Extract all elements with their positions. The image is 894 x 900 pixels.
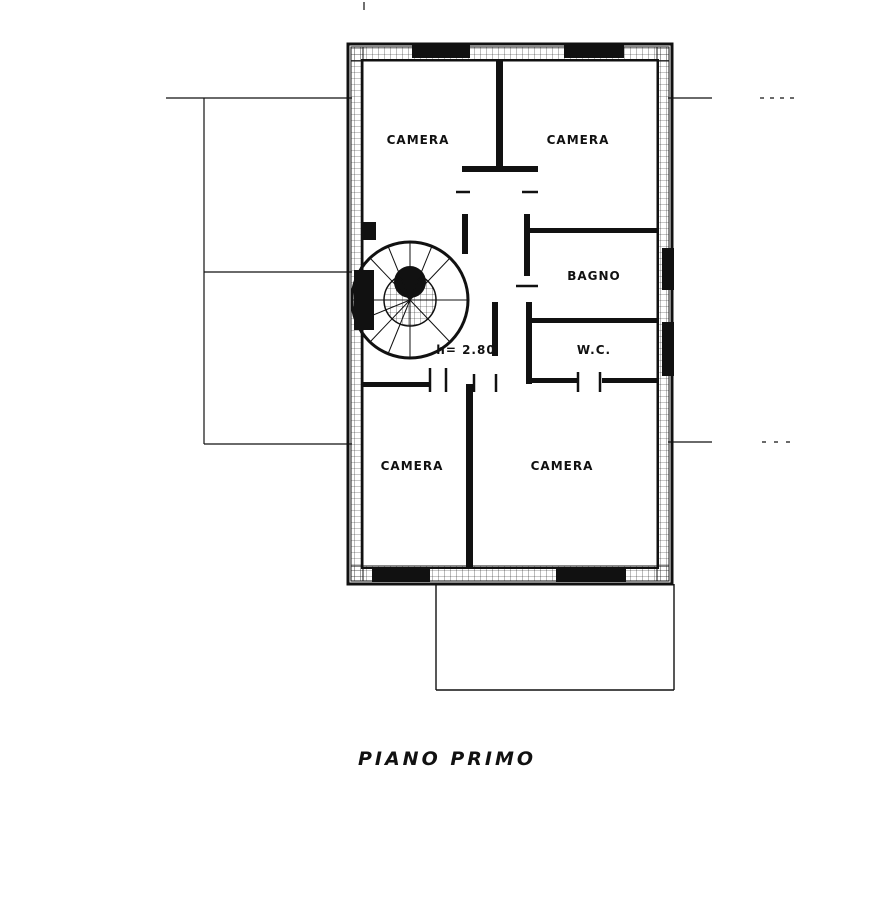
spiral-staircase bbox=[350, 240, 470, 360]
door-marks bbox=[428, 190, 602, 392]
balcony bbox=[435, 584, 675, 691]
room-label-camera-bottom-right: CAMERA bbox=[531, 459, 594, 473]
room-label-camera-top-left: CAMERA bbox=[387, 133, 450, 147]
dimension-lines bbox=[166, 2, 800, 445]
room-label-camera-bottom-left: CAMERA bbox=[381, 459, 444, 473]
floor-title: PIANO PRIMO bbox=[357, 748, 537, 770]
room-label-disimpegno: h= 2.80 bbox=[436, 343, 495, 357]
room-label-bagno: BAGNO bbox=[567, 269, 621, 283]
room-label-wc: W.C. bbox=[577, 343, 611, 357]
interior-walls bbox=[362, 60, 658, 568]
room-label-camera-top-right: CAMERA bbox=[547, 133, 610, 147]
outer-walls bbox=[346, 42, 674, 586]
